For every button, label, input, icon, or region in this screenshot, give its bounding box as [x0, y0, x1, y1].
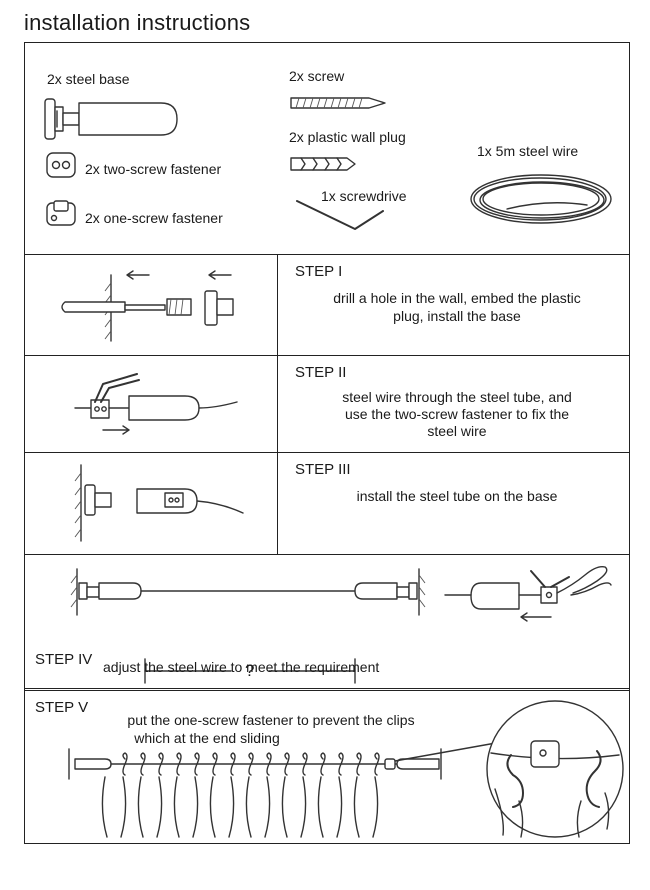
step-1-drawing	[61, 270, 234, 342]
step-2-drawing	[74, 373, 238, 435]
step-2-divider	[277, 356, 278, 452]
two-screw-fastener-icon	[46, 152, 76, 178]
step-1-divider	[277, 255, 278, 355]
step-3-label: STEP III	[295, 461, 351, 478]
step-3-drawing	[74, 464, 244, 542]
step-5-label: STEP V	[35, 699, 89, 716]
step-4-drawing	[70, 565, 612, 684]
step-3-description-line-1: install the steel tube on the base	[356, 488, 558, 504]
step-2-description-line-1: steel wire through the steel tube, and	[342, 389, 572, 405]
step-4-length-marker: ?	[245, 661, 255, 680]
step-5-description-line-1: put the one-screw fastener to prevent th…	[127, 712, 415, 728]
step-5-drawing	[68, 700, 624, 838]
step-1-section: STEP I drill a hole in the wall, embed t…	[25, 255, 629, 356]
parts-section: 2x steel base 2x two-screw fastener 2x o…	[25, 43, 629, 255]
step-5-section: STEP V put the one-screw fastener to pre…	[25, 689, 629, 843]
two-screw-fastener-label: 2x two-screw fastener	[85, 161, 222, 177]
step-4-section: ? STEP IV	[25, 555, 629, 691]
step-3-divider	[277, 453, 278, 554]
step-2-label: STEP II	[295, 364, 347, 381]
step-4-caption-section: adjust the steel wire to meet the requir…	[25, 643, 629, 689]
steel-wire-coil-icon	[470, 174, 612, 224]
step-2-section: STEP II steel wire through the steel tub…	[25, 356, 629, 453]
step-3-section: STEP III install the steel tube on the b…	[25, 453, 629, 555]
screw-label: 2x screw	[289, 68, 345, 84]
step-4-description: adjust the steel wire to meet the requir…	[103, 659, 380, 675]
instructions-frame: 2x steel base 2x two-screw fastener 2x o…	[24, 42, 630, 844]
wall-plug-label: 2x plastic wall plug	[289, 129, 406, 145]
page-title: installation instructions	[24, 10, 251, 35]
steel-base-label: 2x steel base	[47, 71, 130, 87]
step-1-description-line-1: drill a hole in the wall, embed the plas…	[333, 290, 581, 306]
step-2-description-line-3: steel wire	[427, 423, 487, 439]
step-2-description-line-2: use the two-screw fastener to fix the	[344, 406, 570, 422]
steel-base-icon	[44, 98, 178, 140]
screwdriver-label: 1x screwdrive	[321, 188, 407, 204]
wall-plug-icon	[290, 157, 356, 171]
step-4-label: STEP IV	[35, 651, 93, 668]
one-screw-fastener-label: 2x one-screw fastener	[85, 210, 223, 226]
steel-wire-label: 1x 5m steel wire	[477, 143, 579, 159]
step-1-description-line-2: plug, install the base	[393, 308, 521, 324]
step-1-label: STEP I	[295, 263, 343, 280]
screw-icon	[290, 97, 386, 109]
screwdriver-icon	[296, 200, 384, 230]
one-screw-fastener-icon	[46, 200, 76, 226]
step-5-description-line-2: which at the end sliding	[134, 730, 280, 746]
